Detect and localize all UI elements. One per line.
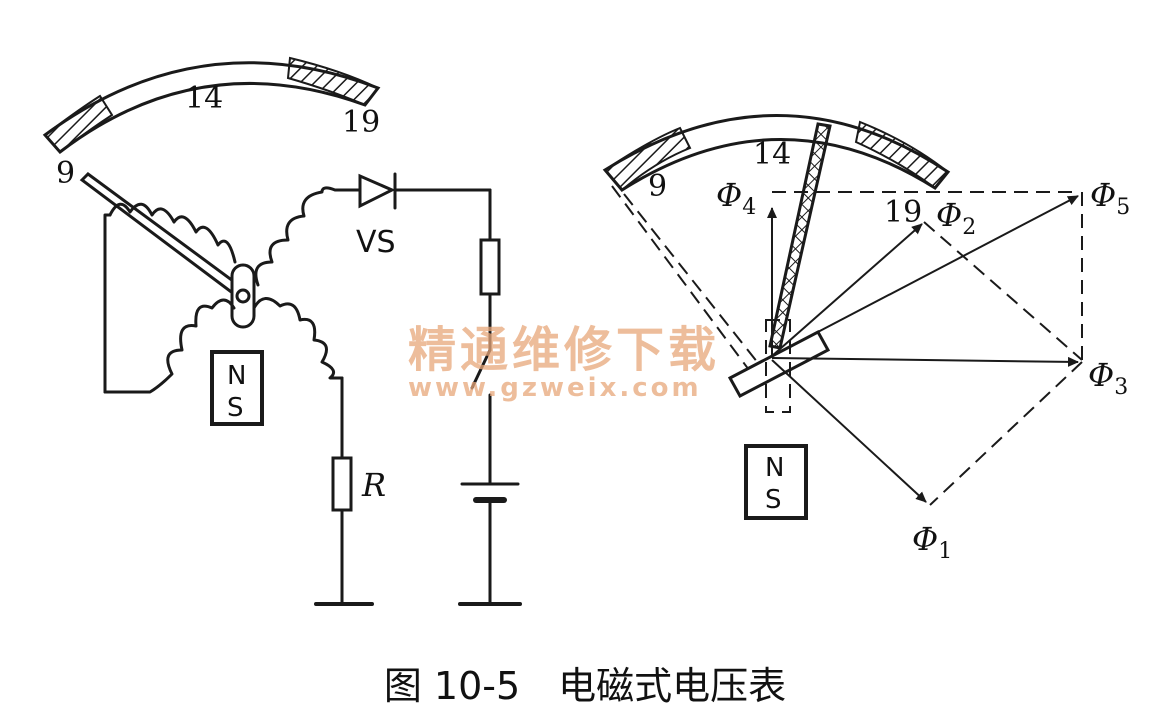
resistor-label: R <box>361 466 386 504</box>
right-magnet-s: S <box>765 485 782 515</box>
flux-vector-2 <box>771 223 923 357</box>
left-coil-lower-right <box>252 297 344 380</box>
flux-label-3: Φ3 <box>1088 356 1128 400</box>
right-scale-band <box>602 114 951 192</box>
left-coil-right <box>254 186 352 287</box>
right-scale-label-mid: 14 <box>753 137 791 172</box>
left-coil-upper <box>108 202 237 264</box>
left-scale-label-max: 19 <box>342 105 380 140</box>
rotor-rest-dashed <box>765 319 791 413</box>
right-voltmeter: 9 14 19 N S Φ4 Φ2 Φ5 <box>602 114 1130 564</box>
watermark: 精通维修下载 www.gzweix.com <box>408 322 720 403</box>
left-diode <box>348 172 492 210</box>
figure-caption: 图 10-5 电磁式电压表 <box>383 664 787 708</box>
dash-phi3-phi1 <box>929 361 1083 506</box>
watermark-url: www.gzweix.com <box>408 373 702 403</box>
left-magnet-n: N <box>227 361 246 391</box>
flux-label-5: Φ5 <box>1090 176 1130 220</box>
right-magnet-n: N <box>765 453 784 483</box>
flux-vector-1 <box>771 359 927 503</box>
right-magnet: N S <box>744 444 808 520</box>
flux-label-2: Φ2 <box>936 196 976 240</box>
flux-label-4: Φ4 <box>716 176 756 220</box>
resistor <box>331 456 353 512</box>
flux-label-1: Φ1 <box>912 520 952 564</box>
left-pivot <box>230 263 256 329</box>
left-scale-label-mid: 14 <box>185 81 223 116</box>
watermark-cn: 精通维修下载 <box>408 322 720 378</box>
left-coil-lower-left <box>103 298 236 394</box>
left-voltmeter: 9 14 19 N S <box>42 56 522 606</box>
sector-dash-1 <box>611 185 753 375</box>
right-scale-label-max: 19 <box>884 195 922 230</box>
sector-dash-2 <box>623 193 763 369</box>
left-pointer <box>79 172 251 303</box>
flux-vector-3 <box>771 356 1079 367</box>
flux-vector-5 <box>771 195 1079 357</box>
right-scale-label-min: 9 <box>648 169 667 204</box>
left-scale-band <box>42 56 381 155</box>
switch-blade <box>470 348 492 390</box>
diode-label: VS <box>356 225 396 260</box>
left-magnet-s: S <box>227 393 244 423</box>
left-scale-label-min: 9 <box>56 156 75 191</box>
left-magnet: N S <box>210 350 264 426</box>
left-return-wire <box>103 213 112 394</box>
fuse <box>479 238 501 296</box>
dash-phi2-phi3 <box>923 221 1083 361</box>
